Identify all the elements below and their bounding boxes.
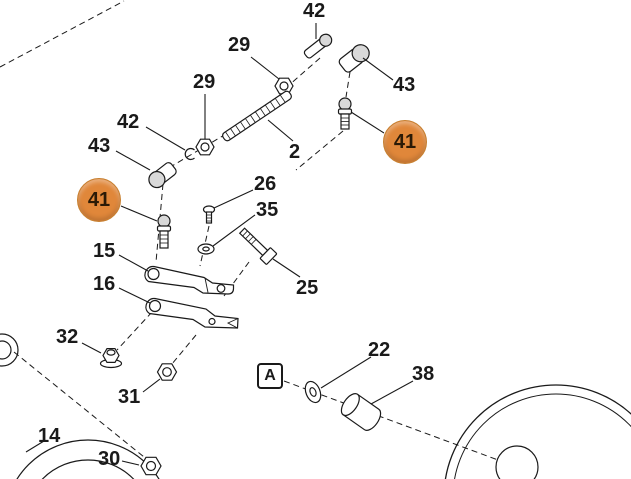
leader-lines bbox=[25, 23, 414, 466]
washer-35 bbox=[197, 243, 215, 255]
hex-nut-31 bbox=[156, 363, 178, 381]
part-label-35[interactable]: 35 bbox=[256, 199, 279, 221]
part-label-26[interactable]: 26 bbox=[254, 173, 277, 195]
clip-42-left bbox=[184, 147, 195, 161]
part-label-41-left[interactable]: 41 bbox=[77, 178, 121, 222]
part-label-41-right[interactable]: 41 bbox=[383, 120, 427, 164]
wheel-disc bbox=[444, 384, 631, 479]
part-label-15[interactable]: 15 bbox=[93, 240, 116, 262]
stud-part-42-top bbox=[303, 33, 333, 59]
part-label-16[interactable]: 16 bbox=[93, 273, 116, 295]
ball-stud-41-left bbox=[156, 214, 172, 249]
ball-joint-43-right bbox=[338, 44, 370, 73]
ball-stud-41-right bbox=[337, 97, 353, 130]
hex-nut-29-middle bbox=[195, 138, 215, 156]
part-label-31[interactable]: 31 bbox=[118, 386, 141, 408]
bracket-lever-16 bbox=[145, 297, 239, 329]
washer-22 bbox=[304, 380, 322, 404]
pulley-partial bbox=[16, 439, 160, 479]
part-label-43-left[interactable]: 43 bbox=[88, 135, 111, 157]
part-label-25[interactable]: 25 bbox=[296, 277, 319, 299]
part-label-2[interactable]: 2 bbox=[289, 141, 301, 163]
spacer-cylinder-38 bbox=[340, 393, 382, 431]
bolt-25 bbox=[238, 227, 278, 265]
part-label-29-upper[interactable]: 29 bbox=[228, 34, 251, 56]
part-label-30[interactable]: 30 bbox=[98, 448, 121, 470]
part-label-29-middle[interactable]: 29 bbox=[193, 71, 216, 93]
screw-26 bbox=[202, 205, 216, 224]
e-clip bbox=[0, 333, 19, 367]
part-label-22[interactable]: 22 bbox=[368, 339, 391, 361]
part-label-14[interactable]: 14 bbox=[38, 425, 61, 447]
threaded-rod-2 bbox=[222, 90, 292, 142]
part-label-42-left[interactable]: 42 bbox=[117, 111, 140, 133]
flange-nut-32 bbox=[99, 348, 123, 369]
ball-joint-43-left bbox=[148, 162, 177, 189]
hex-nut-29-upper bbox=[274, 77, 294, 95]
section-marker-a: A bbox=[257, 363, 283, 389]
part-label-42-top[interactable]: 42 bbox=[303, 0, 326, 22]
part-label-38[interactable]: 38 bbox=[412, 363, 435, 385]
part-label-43-right[interactable]: 43 bbox=[393, 74, 416, 96]
assembly-axis-lines bbox=[0, 0, 518, 468]
hex-nut-30 bbox=[140, 456, 162, 476]
part-label-32[interactable]: 32 bbox=[56, 326, 79, 348]
bracket-lever-15 bbox=[144, 265, 235, 295]
wheel-hub-hole bbox=[495, 445, 539, 479]
